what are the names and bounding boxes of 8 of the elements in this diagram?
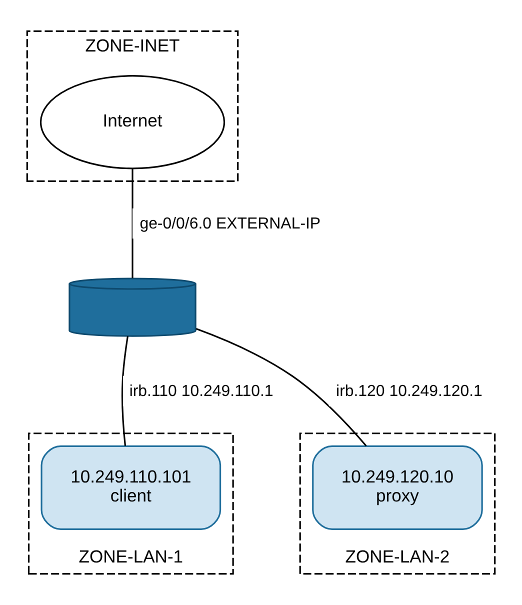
node-ellipse: Internet	[40, 75, 226, 170]
edge-label: ge-0/0/6.0 EXTERNAL-IP	[140, 215, 321, 232]
node-box: 10.249.110.101 client	[40, 445, 222, 530]
edge-label: irb.110 10.249.110.1	[129, 382, 274, 400]
connector	[132, 168, 134, 278]
edge-label: irb.120 10.249.120.1	[336, 382, 482, 400]
connector	[121, 336, 128, 446]
node-box: 10.249.120.10 proxy	[312, 445, 483, 530]
